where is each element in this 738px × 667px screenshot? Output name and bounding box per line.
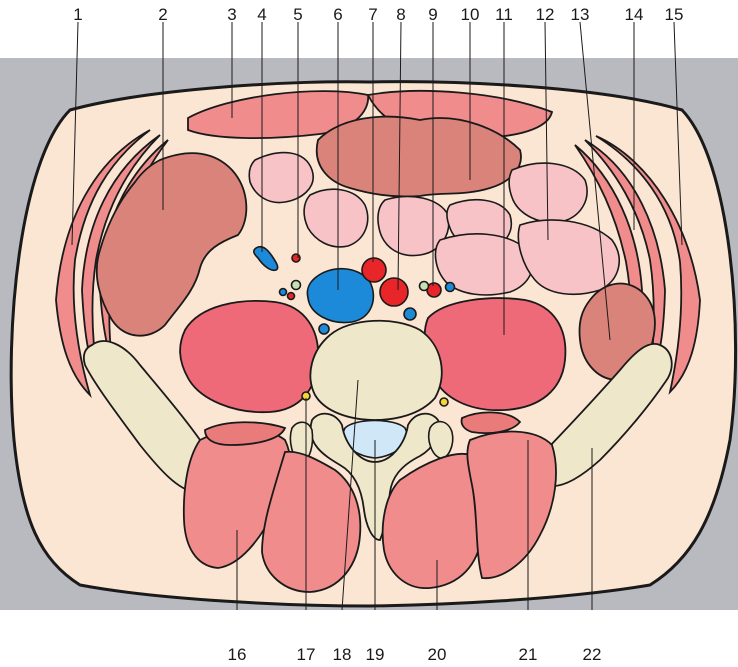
- label-13: 13: [571, 5, 590, 24]
- label-18: 18: [333, 645, 352, 664]
- label-2: 2: [158, 5, 167, 24]
- left-common-iliac-artery: [380, 278, 408, 306]
- small-vessel-blue-left-2: [319, 324, 329, 334]
- label-15: 15: [665, 5, 684, 24]
- label-1: 1: [73, 5, 82, 24]
- label-22: 22: [583, 645, 602, 664]
- inferior-mesenteric-vein: [446, 283, 455, 292]
- label-8: 8: [396, 5, 405, 24]
- bottom-labels: 16 17 18 19 20 21 22: [228, 645, 602, 664]
- label-16: 16: [228, 645, 247, 664]
- label-20: 20: [428, 645, 447, 664]
- label-17: 17: [297, 645, 316, 664]
- right-nerve: [440, 398, 448, 406]
- right-common-iliac-artery: [362, 258, 386, 282]
- label-7: 7: [368, 5, 377, 24]
- small-vessel-red-left: [288, 293, 295, 300]
- left-gonadal-artery: [292, 254, 300, 262]
- label-12: 12: [536, 5, 555, 24]
- label-9: 9: [428, 5, 437, 24]
- label-4: 4: [257, 5, 266, 24]
- ureter-right: [420, 282, 429, 291]
- label-5: 5: [293, 5, 302, 24]
- label-19: 19: [366, 645, 385, 664]
- label-6: 6: [333, 5, 342, 24]
- right-psoas-muscle: [425, 298, 566, 410]
- label-14: 14: [625, 5, 644, 24]
- vertebral-body: [310, 321, 441, 420]
- label-10: 10: [461, 5, 480, 24]
- lumbar-vein-right: [404, 308, 416, 320]
- label-21: 21: [519, 645, 538, 664]
- small-vessel-blue-left: [280, 289, 287, 296]
- top-labels: 1 2 3 4 5 6 7 8 9 10 11 12 13 14 15: [73, 5, 683, 24]
- label-3: 3: [227, 5, 236, 24]
- ureter-left: [292, 281, 301, 290]
- label-11: 11: [495, 5, 513, 24]
